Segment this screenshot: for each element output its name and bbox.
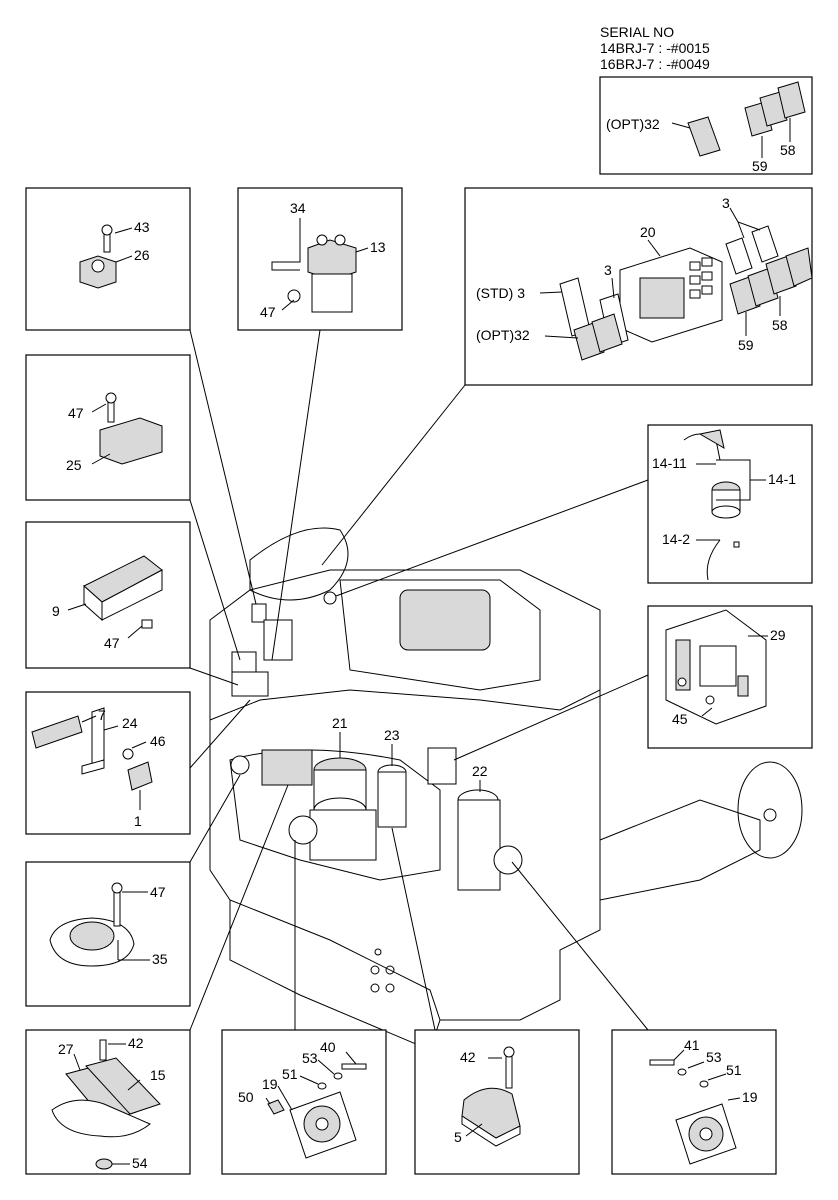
label-51-left: 51 [282, 1066, 298, 1082]
label-29: 29 [770, 627, 786, 643]
label-23: 23 [384, 727, 400, 743]
label-20: 20 [640, 224, 656, 240]
label-13: 13 [370, 239, 386, 255]
label-54: 54 [132, 1155, 148, 1171]
label-3-mid: 3 [604, 262, 612, 278]
serial-title: SERIAL NO [600, 24, 674, 40]
label-opt-32: (OPT)32 [476, 327, 530, 343]
label-45: 45 [672, 711, 688, 727]
label-47-contactor: 47 [260, 304, 276, 320]
label-59-serial: 59 [752, 158, 768, 174]
serial-line-14brj: 14BRJ-7 : -#0015 [600, 40, 710, 56]
box-buzzer-35: 47 35 [25, 861, 191, 1007]
serial-number-block: SERIAL NO 14BRJ-7 : -#0015 16BRJ-7 : -#0… [599, 24, 813, 175]
box-pedal-15: 42 27 15 54 [25, 1029, 191, 1175]
label-58-serial: 58 [780, 142, 796, 158]
box-fan-19-right: 41 53 51 19 [611, 1029, 777, 1175]
label-47-buzzer: 47 [150, 884, 166, 900]
label-59: 59 [738, 337, 754, 353]
label-1: 1 [134, 813, 142, 829]
label-24: 24 [122, 715, 138, 731]
body-labels: 21 23 22 [332, 715, 488, 792]
box-converter-9: 9 47 [25, 521, 191, 669]
label-opt32-serial: (OPT)32 [606, 116, 660, 132]
label-53-right: 53 [706, 1049, 722, 1065]
label-19-left: 19 [262, 1076, 278, 1092]
box-contactor-13: 34 13 47 [237, 187, 403, 331]
label-3-top: 3 [722, 195, 730, 211]
label-51-right: 51 [726, 1062, 742, 1078]
box-resistor-26: 43 26 [25, 187, 191, 331]
label-50: 50 [238, 1089, 254, 1105]
label-47-relay: 47 [68, 405, 84, 421]
label-19-right: 19 [742, 1089, 758, 1105]
label-35: 35 [152, 951, 168, 967]
box-key-switch-14: 14-11 14-1 14-2 [647, 424, 813, 584]
label-14-11: 14-11 [652, 455, 687, 471]
label-std-3: (STD) 3 [476, 285, 525, 301]
label-58: 58 [772, 317, 788, 333]
truck-body [209, 527, 803, 1051]
box-bracket-5: 42 5 [414, 1029, 580, 1175]
label-47-converter: 47 [104, 635, 120, 651]
box-display-20: 20 3 3 (STD) 3 (OPT)32 59 58 [464, 187, 813, 386]
label-7: 7 [98, 707, 106, 723]
box-fan-19-left: 40 53 51 19 50 [221, 1029, 387, 1175]
label-43: 43 [134, 219, 150, 235]
label-34: 34 [290, 200, 306, 216]
label-14-2: 14-2 [662, 531, 690, 547]
serial-line-16brj: 16BRJ-7 : -#0049 [600, 56, 710, 72]
label-22: 22 [472, 763, 488, 779]
label-26: 26 [134, 247, 150, 263]
label-9: 9 [52, 603, 60, 619]
label-42-bracket: 42 [460, 1049, 476, 1065]
label-21: 21 [332, 715, 348, 731]
label-41: 41 [684, 1037, 700, 1053]
box-relay-25: 47 25 [25, 354, 191, 501]
label-46: 46 [150, 733, 166, 749]
box-switch-bracket-1: 7 24 46 1 [25, 691, 191, 835]
label-27: 27 [58, 1041, 74, 1057]
label-15: 15 [150, 1067, 166, 1083]
label-42-pedal: 42 [128, 1035, 144, 1051]
label-25: 25 [66, 457, 82, 473]
label-40: 40 [320, 1039, 336, 1055]
label-14-1: 14-1 [768, 471, 796, 487]
leader-lines [189, 329, 649, 1031]
label-5: 5 [454, 1129, 462, 1145]
box-controller-29: 29 45 [647, 605, 813, 749]
opt-switch-icon [687, 116, 721, 157]
label-53-left: 53 [302, 1050, 318, 1066]
